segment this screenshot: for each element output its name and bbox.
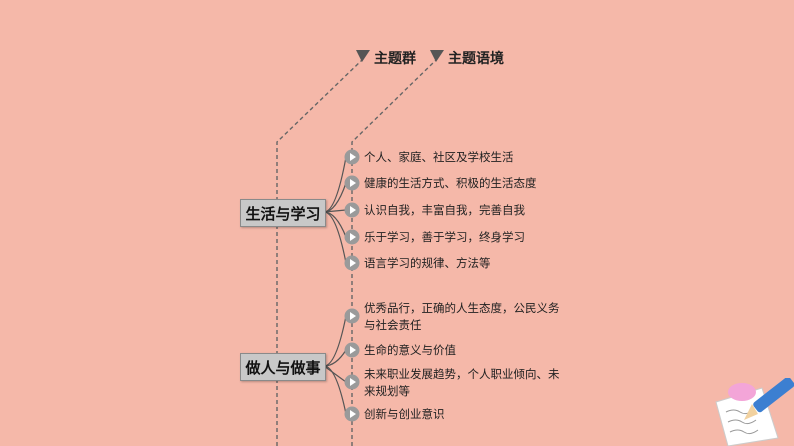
item-conduct: 优秀品行，正确的人生态度，公民义务与社会责任 [364, 301, 560, 332]
legend-group-label: 主题群 [374, 51, 416, 67]
group1-branches [323, 156, 347, 264]
item-life-study: 认识自我，丰富自我，完善自我 [364, 203, 525, 217]
bullet-arrow-icon [344, 342, 360, 358]
bullet-arrow-icon [344, 406, 360, 422]
item-life-study: 语言学习的规律、方法等 [364, 256, 491, 270]
paper-pencil-icon [715, 378, 794, 446]
legend-group-arrow-icon [356, 50, 370, 62]
bullet-arrow-icon [344, 175, 360, 191]
item-life-study: 个人、家庭、社区及学校生活 [364, 150, 514, 164]
legend-context-label: 主题语境 [448, 51, 504, 67]
bullet-arrow-icon [344, 202, 360, 218]
item-life-study: 乐于学习，善于学习，终身学习 [364, 230, 525, 244]
bullet-arrow-icon [344, 229, 360, 245]
bullet-arrow-icon [344, 149, 360, 165]
group2-branches [323, 315, 347, 415]
item-conduct: 创新与创业意识 [364, 407, 445, 421]
item-life-study: 健康的生活方式、积极的生活态度 [364, 176, 537, 190]
item-conduct: 未来职业发展趋势，个人职业倾向、未来规划等 [364, 367, 560, 398]
legend-context-arrow-icon [430, 50, 444, 62]
bullet-arrow-icon [344, 308, 360, 324]
group-box-conduct: 做人与做事 [240, 353, 326, 381]
bullet-arrow-icon [344, 255, 360, 271]
group-box-life-study: 生活与学习 [240, 199, 326, 227]
item-conduct: 生命的意义与价值 [364, 343, 456, 357]
group-trunk-line [276, 59, 363, 446]
bullet-arrow-icon [344, 374, 360, 390]
